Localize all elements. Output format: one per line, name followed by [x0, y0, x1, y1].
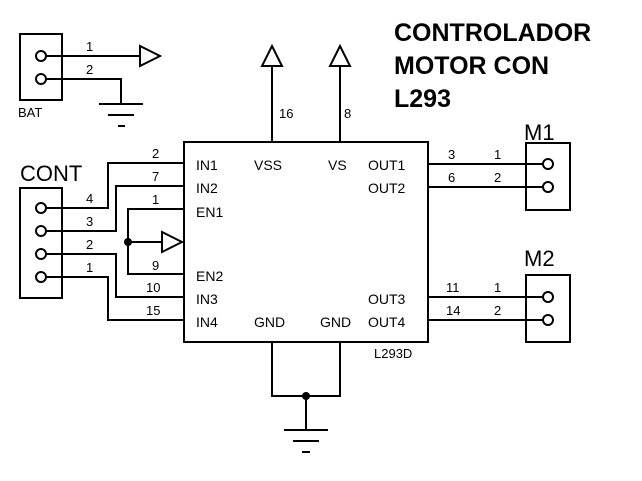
- m1-conn-pin-2: 2: [494, 170, 501, 185]
- vs-pin-number: 8: [344, 106, 351, 121]
- in4-pin-number: 15: [146, 303, 160, 318]
- gnd-pins-wire: [271, 342, 341, 397]
- cont-wire-1-to-in4: [46, 276, 184, 321]
- m2-terminal-2: [542, 314, 554, 326]
- bat-label: BAT: [18, 105, 42, 120]
- chip-ground-symbol: [284, 429, 328, 453]
- bat-wire-2-number: 2: [86, 62, 93, 77]
- bat-terminal-2: [35, 73, 47, 85]
- cont-number-1: 1: [86, 260, 93, 275]
- m2-label: M2: [524, 246, 555, 271]
- out2-pin-number: 6: [448, 170, 455, 185]
- cont-wire-2-to-in3: [46, 253, 184, 298]
- m2-conn-pin-2: 2: [494, 303, 501, 318]
- out4-pin-number: 14: [446, 303, 460, 318]
- pin-label-vss: VSS: [254, 157, 282, 173]
- m1-connector: [525, 142, 571, 211]
- cont-terminal-1: [35, 271, 47, 283]
- pin-label-out2: OUT2: [368, 180, 406, 196]
- out3-pin-number: 11: [446, 280, 460, 295]
- pin-label-en2: EN2: [196, 268, 223, 284]
- cont-number-3: 3: [86, 214, 93, 229]
- pin-label-gnd-2: GND: [320, 314, 351, 330]
- m2-connector-body: [525, 274, 571, 343]
- cont-label: CONT: [20, 161, 82, 186]
- pin-label-out4: OUT4: [368, 314, 406, 330]
- cont-terminal-4: [35, 202, 47, 214]
- out1-pin-number: 3: [448, 147, 455, 162]
- cont-wire-3-to-in2: [46, 185, 184, 232]
- m1-terminal-1: [542, 158, 554, 170]
- pin-label-in2: IN2: [196, 180, 218, 196]
- en1-pin-number: 1: [152, 192, 159, 207]
- bat-wire-1-number: 1: [86, 39, 93, 54]
- chip-part-number: L293D: [374, 346, 412, 361]
- enable-supply-arrow: [161, 230, 185, 254]
- pin-label-en1: EN1: [196, 204, 223, 220]
- pin-label-in4: IN4: [196, 314, 218, 330]
- bat-terminal-1: [35, 50, 47, 62]
- cont-terminal-2: [35, 248, 47, 260]
- in2-pin-number: 7: [152, 169, 159, 184]
- gnd-junction-dot: [302, 392, 310, 400]
- pin-label-out1: OUT1: [368, 157, 406, 173]
- title-line-3: L293: [394, 85, 451, 113]
- l293d-chip-body: [183, 141, 429, 343]
- title-line-2: MOTOR CON: [394, 52, 549, 80]
- cont-wire-4-to-in1: [46, 162, 184, 209]
- bat-ground-symbol: [99, 103, 143, 127]
- pin-label-out3: OUT3: [368, 291, 406, 307]
- cont-connector: [19, 187, 63, 299]
- pin-label-in1: IN1: [196, 157, 218, 173]
- m1-label: M1: [524, 120, 555, 145]
- in1-pin-number: 2: [152, 146, 159, 161]
- in3-pin-number: 10: [146, 280, 160, 295]
- bat-supply-arrow: [139, 44, 163, 68]
- bat-wire-2: [46, 78, 122, 104]
- m1-conn-pin-1: 1: [494, 147, 501, 162]
- en2-pin-number: 9: [152, 258, 159, 273]
- cont-number-4: 4: [86, 191, 93, 206]
- pin-label-gnd-1: GND: [254, 314, 285, 330]
- vs-supply-arrow: [328, 43, 352, 67]
- m1-connector-body: [525, 142, 571, 211]
- vss-supply-arrow: [260, 43, 284, 67]
- cont-terminal-3: [35, 225, 47, 237]
- vss-pin-number: 16: [279, 106, 293, 121]
- m2-terminal-1: [542, 291, 554, 303]
- enable-junction-dot: [124, 238, 132, 246]
- title-line-1: CONTROLADOR: [394, 19, 591, 47]
- bat-connector: [19, 33, 63, 101]
- pin-label-in3: IN3: [196, 291, 218, 307]
- m2-connector: [525, 274, 571, 343]
- pin-label-vs: VS: [328, 157, 347, 173]
- m2-conn-pin-1: 1: [494, 280, 501, 295]
- cont-number-2: 2: [86, 237, 93, 252]
- bat-connector-body: [19, 33, 63, 101]
- m1-terminal-2: [542, 181, 554, 193]
